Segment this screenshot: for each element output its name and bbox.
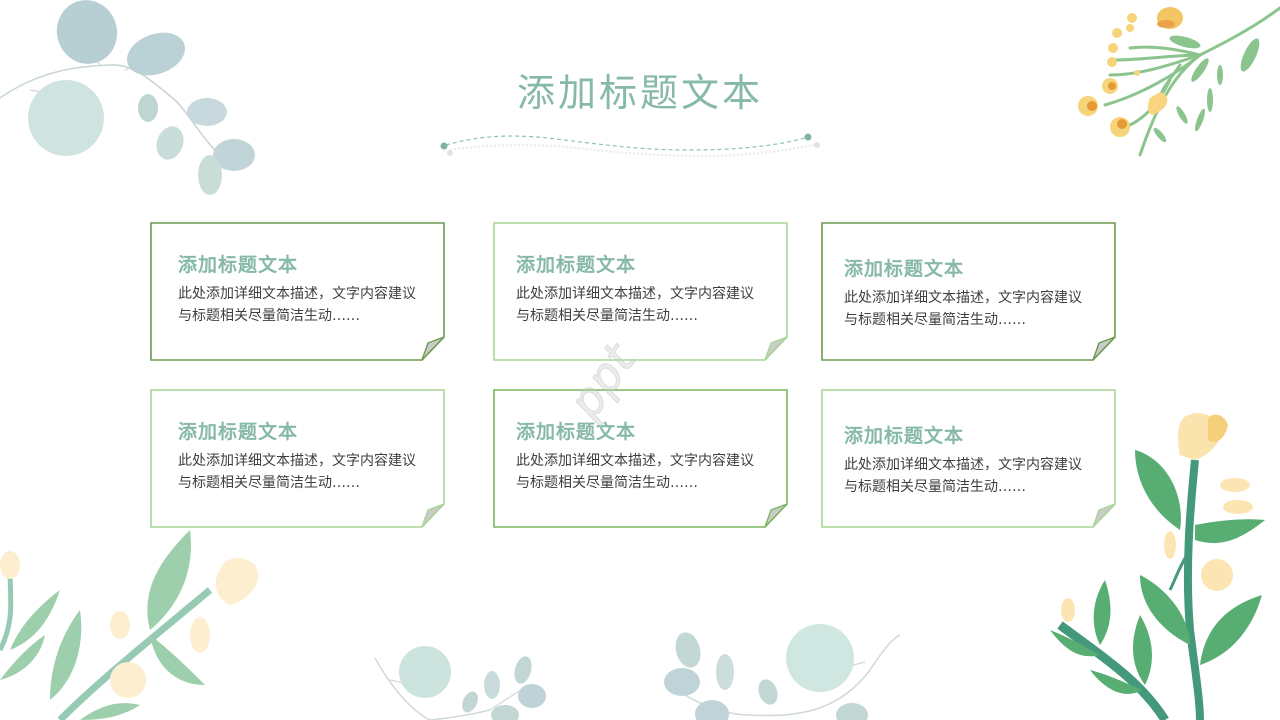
content-card-3[interactable]: 添加标题文本 此处添加详细文本描述，文字内容建议与标题相关尽量简洁生动……	[821, 222, 1116, 361]
title-divider-wave-icon	[440, 133, 820, 157]
card-frame-folded-corner-icon	[493, 222, 788, 361]
card-title: 添加标题文本	[844, 258, 965, 280]
card-frame-folded-corner-icon	[150, 389, 445, 528]
content-card-5[interactable]: 添加标题文本 此处添加详细文本描述，文字内容建议与标题相关尽量简洁生动……	[493, 389, 788, 528]
card-frame-folded-corner-icon	[493, 389, 788, 528]
card-description: 此处添加详细文本描述，文字内容建议与标题相关尽量简洁生动……	[178, 286, 416, 324]
content-card-6[interactable]: 添加标题文本 此处添加详细文本描述，文字内容建议与标题相关尽量简洁生动……	[821, 389, 1116, 528]
eucalyptus-branch-bottom-center-icon	[374, 624, 901, 720]
content-card-4[interactable]: 添加标题文本 此处添加详细文本描述，文字内容建议与标题相关尽量简洁生动……	[150, 389, 445, 528]
content-card-2[interactable]: 添加标题文本 此处添加详细文本描述，文字内容建议与标题相关尽量简洁生动……	[493, 222, 788, 361]
card-description: 此处添加详细文本描述，文字内容建议与标题相关尽量简洁生动……	[516, 453, 754, 491]
card-title: 添加标题文本	[516, 421, 637, 443]
card-description: 此处添加详细文本描述，文字内容建议与标题相关尽量简洁生动……	[844, 290, 1082, 328]
slide-title: 添加标题文本	[516, 71, 763, 115]
card-title: 添加标题文本	[844, 425, 965, 447]
card-frame-folded-corner-icon	[821, 222, 1116, 361]
card-title: 添加标题文本	[178, 254, 299, 276]
card-description: 此处添加详细文本描述，文字内容建议与标题相关尽量简洁生动……	[844, 457, 1082, 495]
content-card-1[interactable]: 添加标题文本 此处添加详细文本描述，文字内容建议与标题相关尽量简洁生动……	[150, 222, 445, 361]
card-description: 此处添加详细文本描述，文字内容建议与标题相关尽量简洁生动……	[516, 286, 754, 324]
card-frame-folded-corner-icon	[150, 222, 445, 361]
card-title: 添加标题文本	[178, 421, 299, 443]
card-title: 添加标题文本	[516, 254, 637, 276]
card-description: 此处添加详细文本描述，文字内容建议与标题相关尽量简洁生动……	[178, 453, 416, 491]
card-frame-folded-corner-icon	[821, 389, 1116, 528]
green-flower-stem-bottom-left-icon	[0, 530, 259, 720]
